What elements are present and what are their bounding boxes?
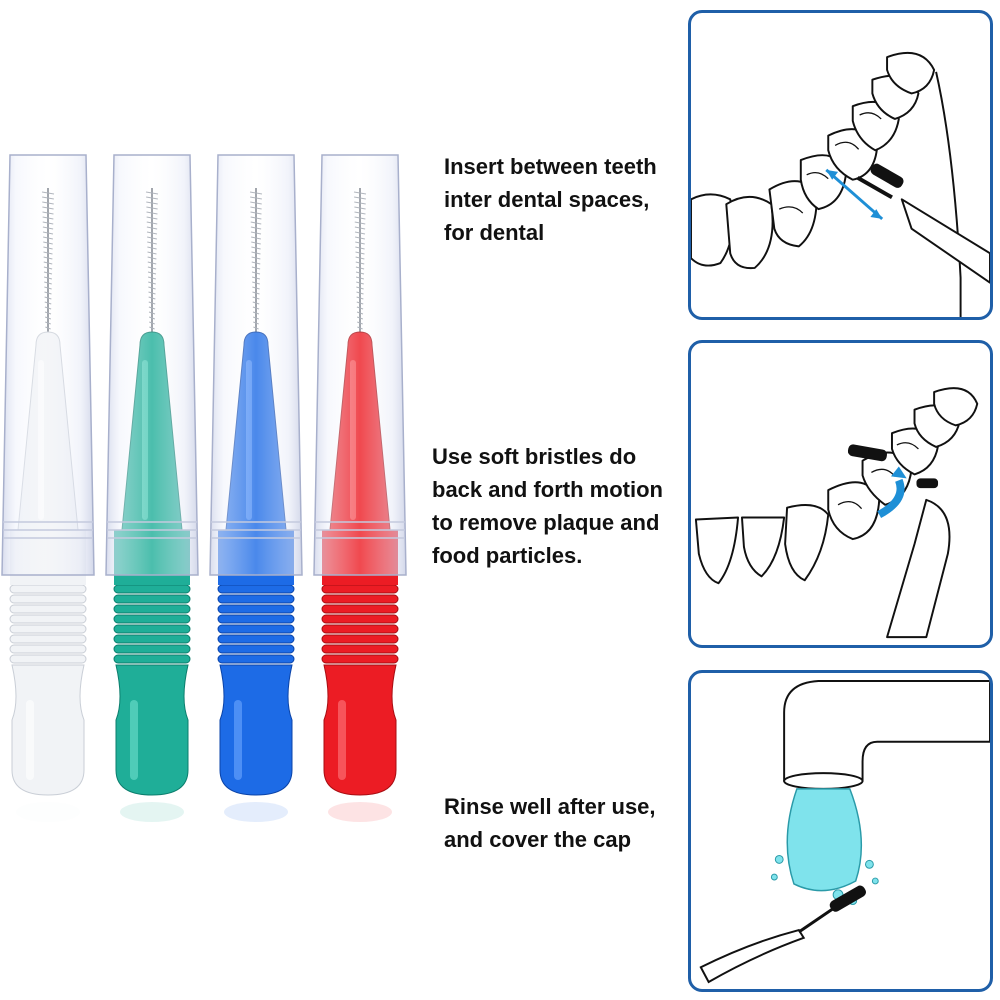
step-3-line-2: and cover the cap (444, 827, 632, 852)
step-2-panel (688, 340, 993, 648)
brushes-illustration (1, 154, 407, 822)
step-1-line-2: inter dental spaces, (444, 187, 650, 212)
step-2-line-4: food particles. (432, 543, 583, 568)
brush-teal (105, 154, 199, 822)
brush-red (313, 154, 407, 822)
back-forth-illustration (694, 387, 979, 639)
step-1-text: Insert between teeth inter dental spaces… (444, 150, 657, 249)
step-1-line-1: Insert between teeth (444, 154, 657, 179)
brush-white (1, 154, 95, 822)
step-2-text: Use soft bristles do back and forth moti… (432, 440, 663, 572)
insert-brush-illustration (691, 52, 990, 317)
step-3-panel (688, 670, 993, 992)
brush-blue (209, 154, 303, 822)
step-3-line-1: Rinse well after use, (444, 794, 656, 819)
rinse-illustration (699, 680, 990, 984)
step-3-text: Rinse well after use, and cover the cap (444, 790, 656, 856)
step-2-line-2: back and forth motion (432, 477, 663, 502)
step-2-line-3: to remove plaque and (432, 510, 660, 535)
step-1-line-3: for dental (444, 220, 545, 245)
step-2-line-1: Use soft bristles do (432, 444, 637, 469)
step-1-panel (688, 10, 993, 320)
